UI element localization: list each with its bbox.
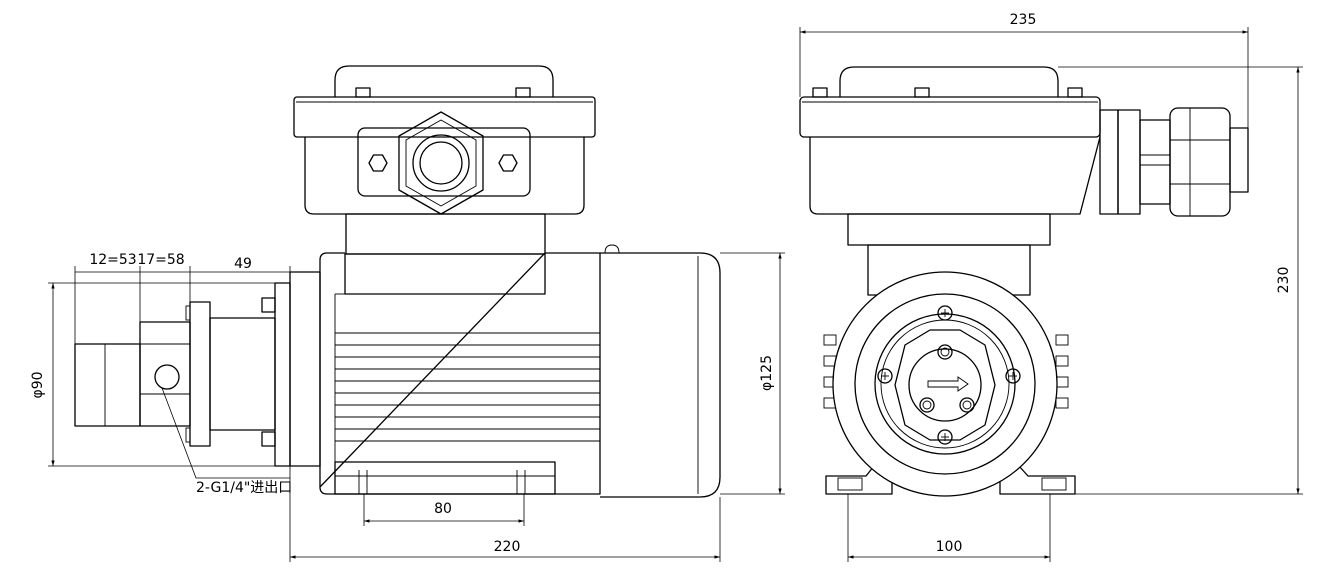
breather-knob [604, 244, 620, 254]
cross-screw-right [1005, 368, 1021, 384]
gear-pump [74, 282, 291, 467]
terminal-box-lid [293, 96, 596, 138]
cable-gland-hex-outer [398, 111, 484, 215]
port-leader-line [161, 387, 290, 479]
motor-foot [334, 461, 556, 495]
side-view: 12=53 17=58 49 φ90 2-G1/4"进出口 80 220 φ12… [30, 65, 785, 562]
side-cable-gland [1099, 107, 1249, 217]
pump-body [139, 321, 191, 427]
dimension-overall-height: 230 [1276, 267, 1292, 294]
adapter-block [209, 317, 276, 431]
side-fin-left-1 [823, 334, 837, 346]
pump-bolt-lower-right [959, 397, 975, 413]
end-cap-bolt-right [1067, 87, 1083, 98]
motor-body [289, 244, 721, 498]
cable-gland-hex-inner [405, 119, 477, 207]
hex-nut-left [368, 154, 388, 172]
terminal-box-cap [334, 65, 554, 97]
dimension-pump-body: 17=58 [137, 252, 184, 268]
end-cap-bolt-left [812, 87, 828, 98]
end-housing-outer [832, 271, 1058, 497]
end-terminal-box-neck [847, 213, 1051, 246]
rotation-arrow-icon [927, 376, 969, 392]
cable-gland-ring [412, 134, 470, 192]
terminal-box [293, 65, 596, 295]
motor-end-face [823, 271, 1076, 497]
adapter-bolt-bottom [261, 431, 276, 447]
end-terminal-box [799, 66, 1249, 296]
end-terminal-box-body [809, 136, 1101, 215]
pump-bolt-lower-left [919, 397, 935, 413]
motor-housing [319, 252, 601, 495]
dimension-pump-cover: 12=53 [89, 252, 136, 268]
end-cap-bolt-middle [914, 87, 930, 98]
pump-flange-plate [189, 301, 211, 447]
side-view-dimensions: 12=53 17=58 49 φ90 2-G1/4"进出口 80 220 φ12… [30, 252, 785, 562]
adapter-bolt-top [261, 297, 276, 313]
port-note: 2-G1/4"进出口 [196, 480, 292, 496]
dimension-motor-diameter: φ125 [759, 355, 775, 391]
side-fin-right-1 [1055, 334, 1069, 346]
end-view-dimensions: 235 230 100 [799, 12, 1303, 562]
end-terminal-box-cap [839, 66, 1059, 97]
cross-screw-top [937, 305, 953, 321]
dimension-foot-holes: 80 [434, 501, 452, 517]
port-opening [154, 364, 180, 390]
end-terminal-box-lid [799, 96, 1101, 138]
terminal-box-base [344, 253, 546, 295]
dimension-overall-width: 235 [1010, 12, 1037, 28]
pump-end-cover [74, 343, 141, 427]
end-view: 235 230 100 [799, 12, 1303, 562]
terminal-box-neck [345, 213, 546, 255]
cooling-fins [335, 332, 600, 442]
motor-front-shoulder [289, 271, 321, 467]
pump-bolt-top [937, 344, 953, 360]
gland-plate [357, 127, 531, 197]
cap-bolt-right [515, 87, 531, 98]
fan-cover [600, 252, 721, 498]
cap-bolt-left [355, 87, 371, 98]
pump-hub [908, 348, 982, 422]
cross-screw-bottom [937, 429, 953, 445]
terminal-box-body [304, 137, 585, 215]
pump-plate [894, 329, 996, 441]
pump-mount-flange [274, 282, 291, 467]
end-housing-ring [854, 293, 1036, 475]
cable-gland-bore [419, 141, 463, 185]
dimension-overall-length: 220 [494, 539, 521, 555]
dimension-foot-width: 100 [936, 539, 963, 555]
dimension-flange: 49 [234, 256, 252, 272]
cross-screw-left [877, 368, 893, 384]
hex-nut-right [498, 154, 518, 172]
dimension-flange-diameter: φ90 [30, 371, 46, 398]
